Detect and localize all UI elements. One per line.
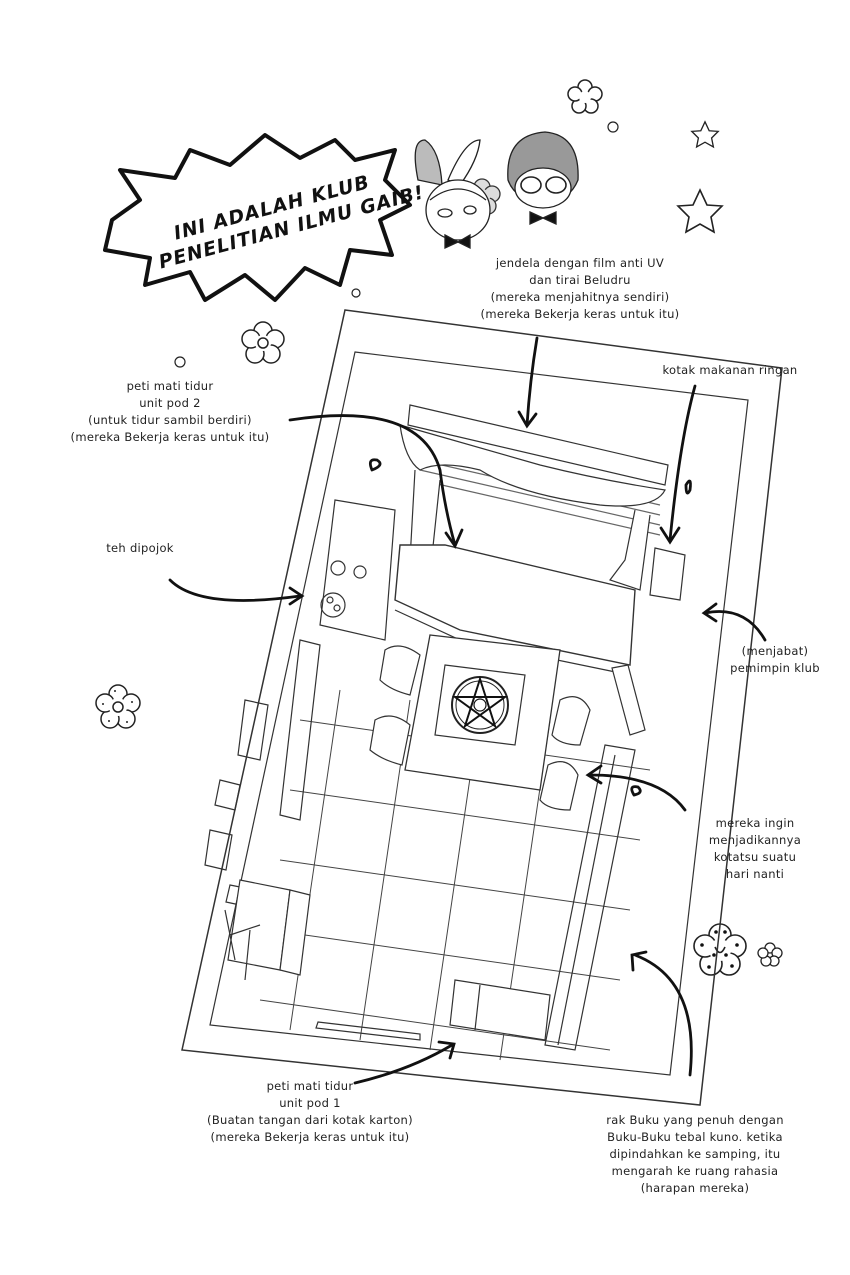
annotation-kotatsu: mereka ingin menjadikannya kotatsu suatu… [680, 815, 830, 883]
annotation-line: dipindahkan ke samping, itu [609, 1147, 781, 1161]
club-member-bunny-avatar [414, 139, 491, 250]
bookshelf [544, 744, 636, 1051]
circle-icon [174, 356, 186, 368]
flower-icon [567, 79, 603, 114]
circle-icon [607, 121, 619, 133]
chair [369, 645, 591, 811]
books-and-antlers [224, 879, 311, 981]
annotation-tea-corner: teh dipojok [80, 540, 200, 557]
table [404, 634, 561, 791]
annotation-line: (mereka menjahitnya sendiri) [490, 290, 670, 304]
annotation-line: pemimpin klub [730, 661, 820, 675]
room-floorplan [181, 309, 783, 1106]
annotation-line: (harapan mereka) [640, 1181, 750, 1195]
annotation-line: jendela dengan film anti UV [495, 256, 665, 270]
annotation-line: menjadikannya [708, 833, 802, 847]
annotation-line: (mereka Bekerja keras untuk itu) [480, 307, 680, 321]
annotation-line: dan tirai Beludru [529, 273, 631, 287]
annotation-coffin-pod-2: peti mati tidur unit pod 2 (untuk tidur … [40, 378, 300, 446]
annotation-line: mereka ingin [715, 816, 795, 830]
annotation-line: teh dipojok [106, 541, 174, 555]
dotted-flower-icon [693, 923, 747, 976]
coffin-pod-2 [394, 544, 636, 666]
speech-bubble [103, 133, 412, 302]
annotation-line: (mereka Bekerja keras untuk itu) [70, 430, 270, 444]
star-icon [690, 120, 720, 149]
snack-box [649, 547, 686, 601]
annotation-line: mengarah ke ruang rahasia [611, 1164, 779, 1178]
flower-icon [757, 942, 783, 967]
club-member-glasses-avatar [507, 131, 579, 226]
annotation-line: (menjabat) [741, 644, 809, 658]
annotation-line: kotak makanan ringan [662, 363, 798, 377]
annotation-bookshelf: rak Buku yang penuh dengan Buku-Buku teb… [565, 1112, 825, 1197]
annotation-line: (mereka Bekerja keras untuk itu) [210, 1130, 410, 1144]
annotation-line: unit pod 2 [139, 396, 201, 410]
annotation-line: peti mati tidur [126, 379, 214, 393]
annotation-club-leader: (menjabat) pemimpin klub [715, 643, 835, 677]
rolled-item [611, 664, 646, 736]
flower-icon [241, 321, 285, 364]
annotation-line: Buku-Buku tebal kuno. ketika [607, 1130, 783, 1144]
dotted-flower-icon [95, 684, 141, 729]
annotation-coffin-pod-1: peti mati tidur unit pod 1 (Buatan tanga… [175, 1078, 445, 1146]
coffin-pod-1 [449, 979, 551, 1041]
annotation-line: (Buatan tangan dari kotak karton) [207, 1113, 413, 1127]
annotation-line: hari nanti [725, 867, 785, 881]
annotation-line: (untuk tidur sambil berdiri) [88, 413, 252, 427]
tea-shelf [319, 499, 396, 641]
annotation-line: rak Buku yang penuh dengan [606, 1113, 784, 1127]
annotation-line: unit pod 1 [279, 1096, 341, 1110]
star-icon [676, 188, 724, 234]
annotation-snack-box: kotak makanan ringan [630, 362, 830, 379]
annotation-line: peti mati tidur [266, 1079, 354, 1093]
pentagram-icon [451, 675, 509, 734]
annotation-arrows [168, 336, 767, 1085]
annotation-window: jendela dengan film anti UV dan tirai Be… [445, 255, 715, 323]
circle-icon [351, 288, 361, 298]
annotation-line: kotatsu suatu [713, 850, 797, 864]
door [315, 1021, 421, 1041]
